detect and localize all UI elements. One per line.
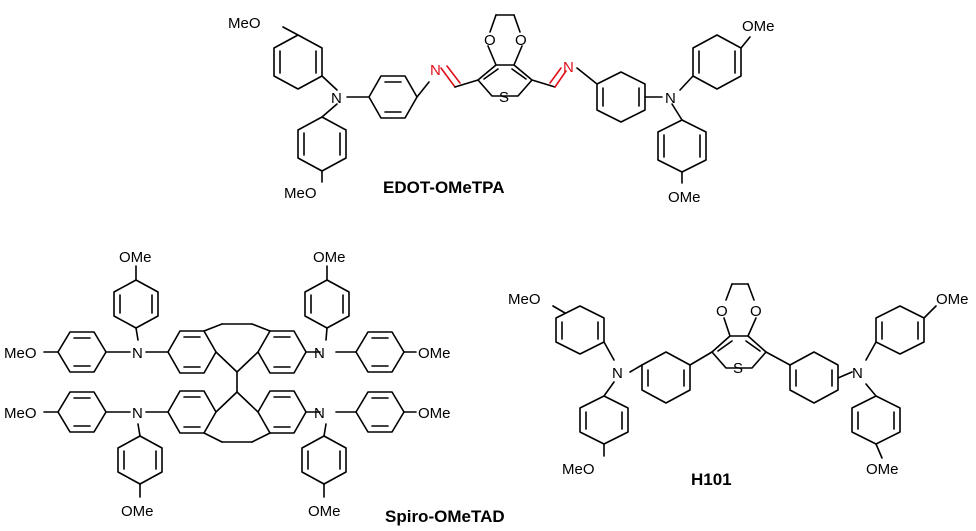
h101-n-right-label: N: [852, 365, 863, 382]
spiro-meo-mid-left-lower-label: MeO: [4, 405, 37, 422]
spiro-ome-bottom-left-label: OMe: [121, 503, 154, 520]
spiro-n1-label: N: [132, 345, 143, 362]
edot-ome-top-right-label: OMe: [742, 18, 775, 35]
spiro-n3-label: N: [132, 405, 143, 422]
h101-name: H101: [691, 470, 732, 489]
spiro-ome-top-right-label: OMe: [313, 249, 346, 266]
spiro-ometad-name: Spiro-OMeTAD: [385, 507, 505, 526]
h101-ome-bottom-right-label: OMe: [866, 461, 899, 478]
edot-s-label: S: [499, 89, 509, 106]
edot-meo-bottom-left-label: MeO: [284, 185, 317, 202]
spiro-ome-top-left-label: OMe: [119, 249, 152, 266]
edot-meo-top-left-label: MeO: [228, 15, 261, 32]
h101-meo-bottom-left-label: MeO: [562, 461, 595, 478]
spiro-ome-mid-right-upper-label: OMe: [418, 345, 451, 362]
edot-o-left-label: O: [484, 32, 496, 49]
edot-imine-n-left-label: N: [430, 62, 441, 79]
spiro-n4-label: N: [314, 405, 325, 422]
h101-n-left-label: N: [612, 365, 623, 382]
h101-o-right-label: O: [750, 303, 762, 320]
spiro-n2-label: N: [314, 345, 325, 362]
h101-structure: MeO N MeO O O S N OMe OMe H101: [508, 283, 969, 489]
spiro-ome-mid-right-lower-label: OMe: [418, 405, 451, 422]
edot-imine-n-right-label: N: [563, 59, 574, 76]
h101-ome-top-right-label: OMe: [936, 291, 969, 308]
edot-n-right-label: N: [665, 90, 676, 107]
edot-ometpa-name: EDOT-OMeTPA: [383, 178, 505, 197]
spiro-ome-bottom-right-label: OMe: [308, 503, 341, 520]
h101-o-left-label: O: [716, 303, 728, 320]
spiro-meo-mid-left-upper-label: MeO: [4, 345, 37, 362]
edot-ometpa-structure: MeO N MeO N O O S N N OMe OMe EDOT-OMeTP…: [228, 14, 775, 206]
edot-n-left-label: N: [331, 90, 342, 107]
h101-meo-top-left-label: MeO: [508, 291, 541, 308]
edot-ome-bottom-right-label: OMe: [668, 189, 701, 206]
edot-o-right-label: O: [515, 32, 527, 49]
spiro-ometad-structure: OMe OMe MeO N N OMe MeO N N OMe OMe OMe …: [4, 249, 505, 526]
h101-s-label: S: [733, 360, 743, 377]
